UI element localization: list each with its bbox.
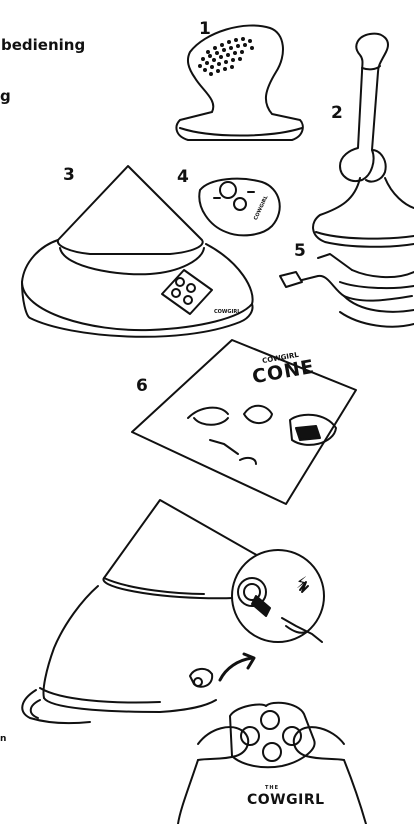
part-number-2: 2 (331, 103, 343, 123)
part-number-1: 1 (199, 19, 211, 39)
part-number-5: 5 (294, 241, 306, 261)
bolt-icon: ⚡ (296, 573, 307, 592)
remote-illustration (199, 179, 279, 236)
logo-cowgirl: COWGIRL (247, 792, 325, 808)
usage-scene-illustration (22, 500, 366, 824)
booklet-illustration (132, 340, 356, 504)
logo-the: THE (265, 785, 279, 791)
part-number-6: 6 (136, 376, 148, 396)
base-brand: COWGIRL (214, 309, 240, 315)
dildo-attachment-illustration (313, 34, 414, 247)
part-number-3: 3 (63, 165, 75, 185)
textured-attachment-illustration (176, 25, 302, 140)
usb-cable-illustration (280, 254, 414, 327)
part-number-4: 4 (177, 167, 189, 187)
